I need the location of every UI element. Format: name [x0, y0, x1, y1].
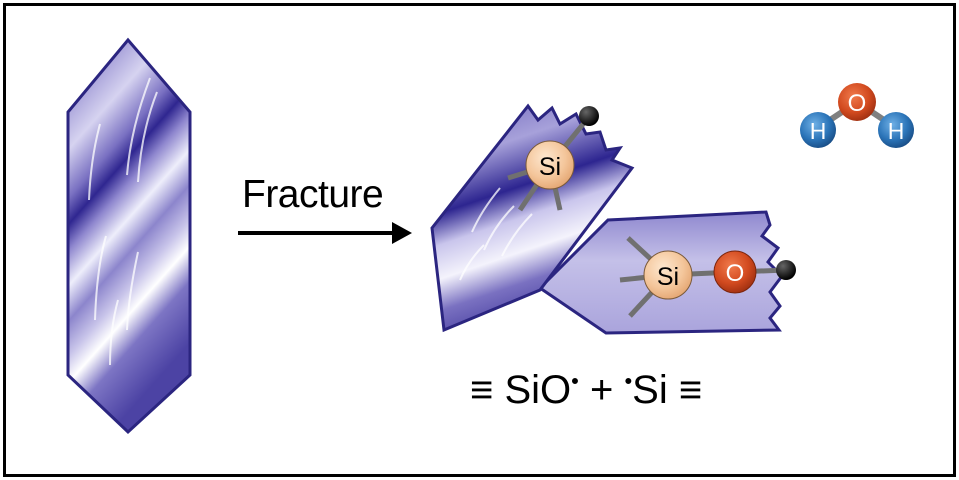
hydrogen-atom-left [800, 112, 836, 148]
water-molecule [800, 83, 914, 148]
atom-labels: Si Si O O H H [539, 90, 904, 291]
intact-crystal [66, 37, 192, 435]
hydrogen-atom-right [878, 112, 914, 148]
silicon-radical-group [507, 106, 599, 212]
silicon-atom-upper [525, 140, 575, 190]
fracture-label: Fracture [242, 173, 384, 216]
oxygen-label-water: O [848, 90, 867, 117]
silicon-label-upper: Si [539, 153, 561, 181]
silicon-label-lower: Si [657, 263, 679, 291]
radical-electron-icon [579, 106, 599, 126]
oxygen-atom-water [838, 83, 876, 121]
crystal-fragment-left [430, 103, 635, 333]
silicon-atom-lower [643, 250, 693, 300]
oxygen-label-fragment: O [726, 260, 745, 287]
oxygen-atom-fragment [713, 250, 757, 294]
equation-bond-right: ≡ [678, 368, 703, 412]
reaction-equation: ≡ SiO• + •Si ≡ [470, 368, 702, 413]
equation-siloxyl: SiO [504, 368, 572, 412]
radical-electron-icon [776, 260, 796, 280]
hydrogen-label-left: H [810, 118, 827, 144]
radical-dot-left: • [571, 368, 579, 394]
equation-plus: + [589, 368, 614, 412]
radical-dot-right: • [624, 368, 633, 394]
equation-bond-left: ≡ [470, 368, 494, 412]
fracture-arrow [238, 222, 412, 244]
hydrogen-label-right: H [888, 118, 905, 144]
equation-silyl: Si [632, 368, 668, 412]
siloxyl-radical-group [619, 236, 796, 318]
